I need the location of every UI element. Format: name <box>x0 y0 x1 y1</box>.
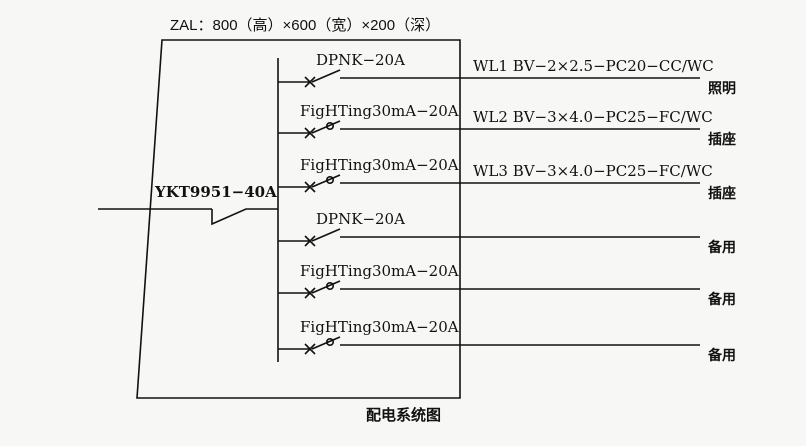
main-breaker-symbol <box>211 208 278 226</box>
branch-6-rcd-mark <box>325 337 334 346</box>
branch-3-rcd-mark <box>325 176 334 185</box>
branch-3-usage-label: 插座 <box>708 185 736 202</box>
branch-4-usage-label: 备用 <box>707 239 736 256</box>
branch-2-rcd-mark <box>325 122 334 131</box>
branch-3-breaker-x-mark <box>304 181 316 193</box>
branch-6-breaker-label: FigHTing30mA−20A <box>300 318 459 336</box>
branch-2-breaker-x-mark <box>304 127 316 139</box>
panel-header: ZAL：800（高）×600（宽）×200（深） <box>170 17 440 34</box>
diagram-caption: 配电系统图 <box>366 406 441 424</box>
branch-2-breaker-contact <box>311 120 341 134</box>
main-breaker-label: YKT9951−40A <box>154 183 277 201</box>
panel-enclosure <box>136 39 461 399</box>
branch-1-breaker-contact <box>311 69 341 83</box>
branch-2-breaker-label: FigHTing30mA−20A <box>300 102 459 120</box>
branch-5-breaker-x-mark <box>304 287 316 299</box>
branch-4-breaker-contact <box>311 228 341 242</box>
branch-5-breaker-contact <box>311 280 341 294</box>
branch-group: DPNK−20A WL1 BV−2×2.5−PC20−CC/WC 照明 FigHTin… <box>278 51 736 364</box>
branch-4-breaker-label: DPNK−20A <box>316 210 405 228</box>
branch-3-cable-label: WL3 BV−3×4.0−PC25−FC/WC <box>473 162 713 180</box>
branch-1-usage-label: 照明 <box>708 81 736 97</box>
branch-5-breaker-label: FigHTing30mA−20A <box>300 262 459 280</box>
branch-1-cable-label: WL1 BV−2×2.5−PC20−CC/WC <box>473 57 714 75</box>
branch-6-usage-label: 备用 <box>707 347 736 364</box>
branch-4-breaker-x-mark <box>304 235 316 247</box>
branch-2-usage-label: 插座 <box>708 131 736 148</box>
branch-1-breaker-x-mark <box>304 76 316 88</box>
branch-5-rcd-mark <box>325 281 334 290</box>
branch-3-breaker-label: FigHTing30mA−20A <box>300 156 459 174</box>
branch-6-breaker-contact <box>311 336 341 350</box>
branch-3-breaker-contact <box>311 174 341 188</box>
branch-2-cable-label: WL2 BV−3×4.0−PC25−FC/WC <box>473 108 713 126</box>
branch-6-breaker-x-mark <box>304 343 316 355</box>
branch-1-breaker-label: DPNK−20A <box>316 51 405 69</box>
branch-5-usage-label: 备用 <box>707 291 736 308</box>
